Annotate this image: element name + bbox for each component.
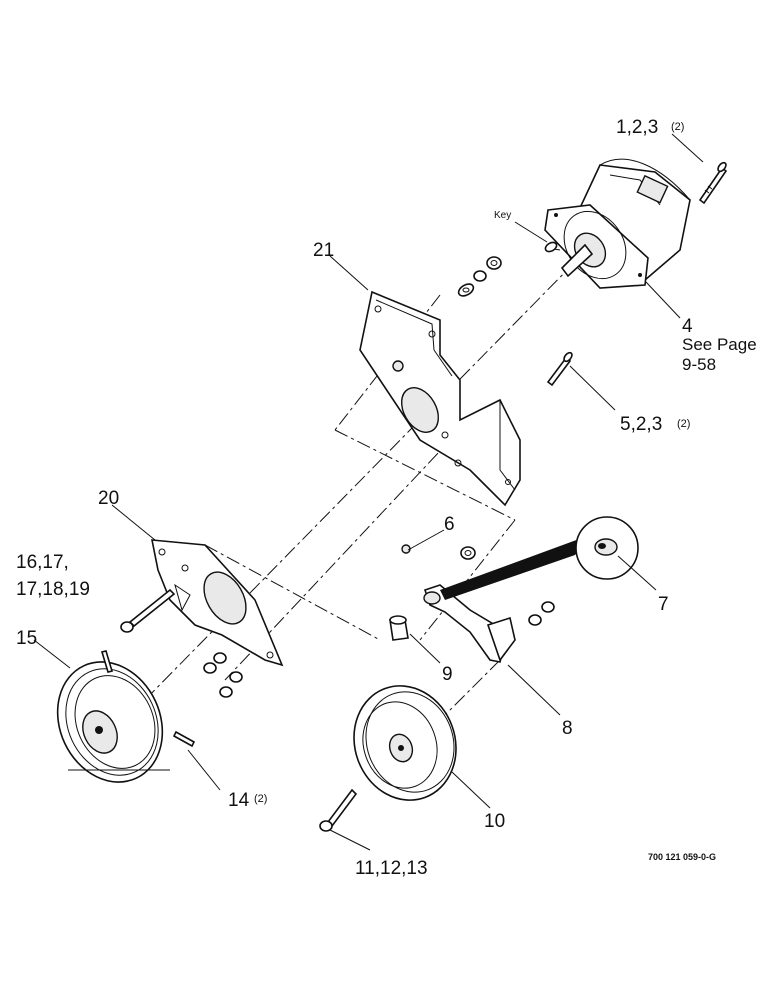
pin-part-14 xyxy=(100,650,196,748)
callout-1-2-3-qty: (2) xyxy=(671,121,684,133)
spacer-part-9 xyxy=(389,615,409,641)
idler-nuts xyxy=(528,601,555,626)
callout-11-12-13: 11,12,13 xyxy=(355,858,428,879)
pulley-part-15 xyxy=(56,661,164,783)
mount-bracket-part-21 xyxy=(359,290,521,507)
callout-14: 14 xyxy=(228,790,250,811)
main-shaft-centerline xyxy=(139,261,576,706)
callout-1-2-3: 1,2,3 xyxy=(616,117,658,138)
bolt-part-11 xyxy=(319,788,358,832)
idler-axle-line xyxy=(399,659,501,761)
detail-pointer xyxy=(440,535,590,600)
callout-20: 20 xyxy=(98,488,119,509)
callout-5-2-3: 5,2,3 xyxy=(620,414,662,435)
callout-key: Key xyxy=(494,210,511,221)
callout-8: 8 xyxy=(562,718,573,739)
callout-page-ref: 9-58 xyxy=(682,355,716,374)
assembly-lines xyxy=(139,247,576,761)
callout-4: 4 xyxy=(682,316,693,337)
upper-washer-nut xyxy=(457,256,502,297)
figure-code: 700 121 059-0-G xyxy=(648,852,716,862)
idler-pulley-part-10 xyxy=(353,685,457,801)
callout-10: 10 xyxy=(484,811,505,832)
leader-lines xyxy=(33,133,704,851)
callout-16-17: 16,17, xyxy=(16,552,69,573)
callout-5-2-3-qty: (2) xyxy=(677,418,690,430)
callout-21: 21 xyxy=(313,240,334,261)
callout-6: 6 xyxy=(444,514,455,535)
mount-plate-part-20 xyxy=(151,539,284,667)
plate-nuts xyxy=(203,652,243,698)
callout-7: 7 xyxy=(658,594,669,615)
bolt-part-16 xyxy=(120,588,176,633)
callout-labels: 1,2,3 (2) Key 21 4 See Page 9-58 5,2,3 (… xyxy=(16,117,757,879)
motor-part-4 xyxy=(544,158,691,289)
bolt-part-1 xyxy=(698,161,728,205)
idler-arm-part-8 xyxy=(423,584,516,663)
callout-14-qty: (2) xyxy=(254,793,267,805)
key-part xyxy=(544,241,558,253)
callout-17-18-19: 17,18,19 xyxy=(16,579,90,600)
callout-9: 9 xyxy=(442,664,453,685)
mount-hole-line-right xyxy=(334,429,516,521)
callout-see-page: See Page xyxy=(682,335,757,354)
callout-15: 15 xyxy=(16,628,37,649)
bolt-part-5 xyxy=(546,351,573,387)
plate-to-spacer-line xyxy=(204,544,381,641)
bushing-detail-part-7 xyxy=(440,516,639,600)
